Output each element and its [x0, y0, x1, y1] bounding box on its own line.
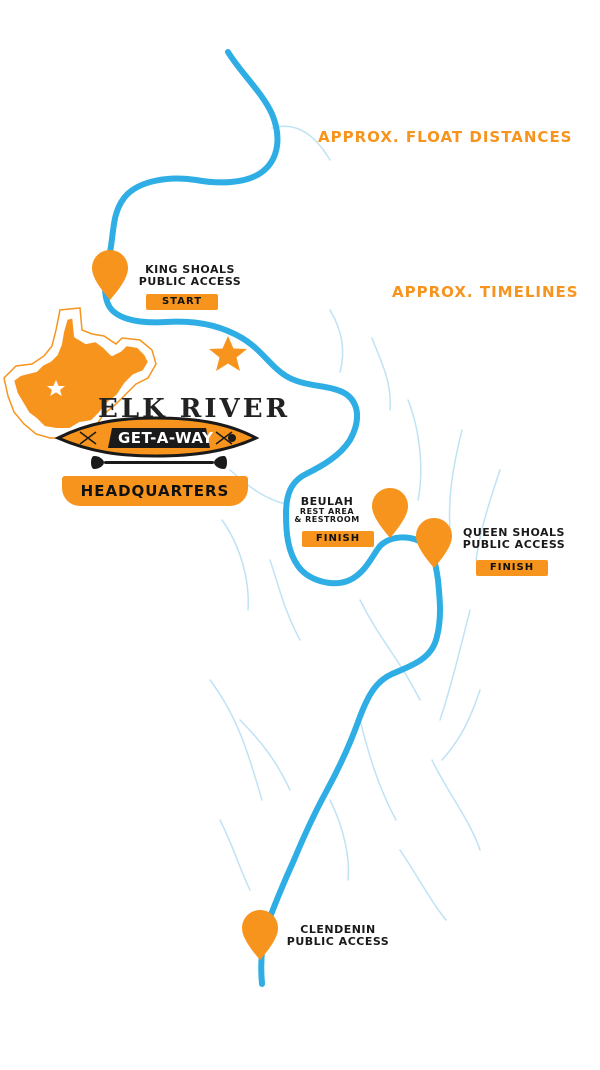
- beulah-rest-area: REST AREA: [299, 506, 355, 516]
- king-shoals-subname: PUBLIC ACCESS: [138, 274, 242, 288]
- beulah-label: BEULAH REST AREA & RESTROOM: [282, 496, 372, 524]
- clendenin-name: CLENDENIN: [300, 923, 376, 936]
- king-shoals-label: KING SHOALS PUBLIC ACCESS: [130, 264, 250, 287]
- queen-shoals-name: QUEEN SHOALS: [463, 526, 565, 539]
- queen-shoals-label: QUEEN SHOALS PUBLIC ACCESS: [452, 527, 576, 550]
- beulah-name: BEULAH: [300, 495, 354, 508]
- kayak-icon: [54, 416, 260, 458]
- map-pin-icon[interactable]: [242, 910, 278, 960]
- float-distances-heading: APPROX. FLOAT DISTANCES: [318, 128, 573, 146]
- beulah-restroom: & RESTROOM: [294, 514, 360, 524]
- queen-shoals-finish-badge: FINISH: [476, 560, 548, 576]
- logo-elk-river: ELK RIVER: [98, 394, 291, 424]
- tributaries: [209, 125, 501, 921]
- timelines-heading: APPROX. TIMELINES: [392, 283, 579, 301]
- map-pin-icon[interactable]: [416, 518, 452, 568]
- beulah-finish-badge: FINISH: [302, 531, 374, 547]
- west-virginia-state-icon: [3, 307, 157, 439]
- clendenin-label: CLENDENIN PUBLIC ACCESS: [280, 924, 396, 947]
- queen-shoals-subname: PUBLIC ACCESS: [462, 537, 566, 551]
- king-shoals-start-badge: START: [146, 294, 218, 310]
- paddle-icon: [91, 456, 227, 469]
- headquarters-star-icon: [209, 336, 247, 371]
- king-shoals-name: KING SHOALS: [145, 263, 235, 276]
- clendenin-subname: PUBLIC ACCESS: [286, 934, 390, 948]
- map-pin-icon[interactable]: [92, 250, 128, 300]
- map-pin-icon[interactable]: [372, 488, 408, 538]
- star-icon: [47, 380, 65, 396]
- elk-river: [101, 49, 443, 987]
- logo-get-a-way: GET-A-WAY: [118, 429, 214, 447]
- headquarters-banner: HEADQUARTERS: [62, 476, 248, 506]
